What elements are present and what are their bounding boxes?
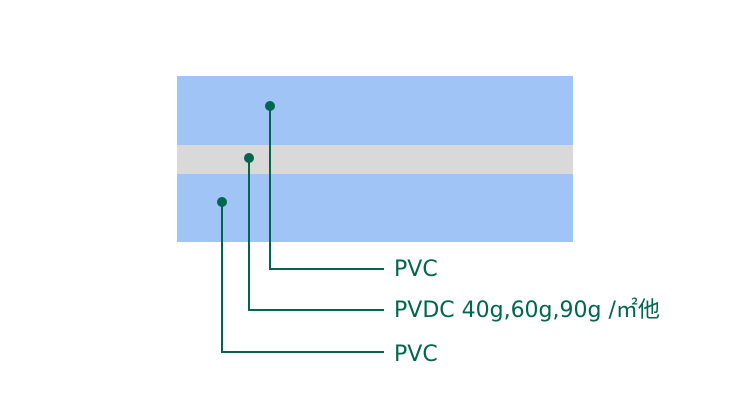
callout-line-3	[221, 202, 384, 353]
pvc-bottom-layer	[177, 174, 573, 242]
layer-label-bottom: PVC	[394, 342, 438, 367]
layer-label-top: PVC	[394, 257, 438, 282]
pvdc-middle-layer	[177, 145, 573, 174]
callout-leader-2	[244, 153, 384, 311]
callout-leader-3	[217, 197, 384, 353]
callout-line-2	[248, 158, 384, 311]
layer-label-middle: PVDC 40g,60g,90g /㎡他	[394, 298, 660, 323]
callout-leader-1	[265, 101, 384, 270]
pvc-top-layer	[177, 76, 573, 145]
callout-line-1	[269, 106, 384, 270]
